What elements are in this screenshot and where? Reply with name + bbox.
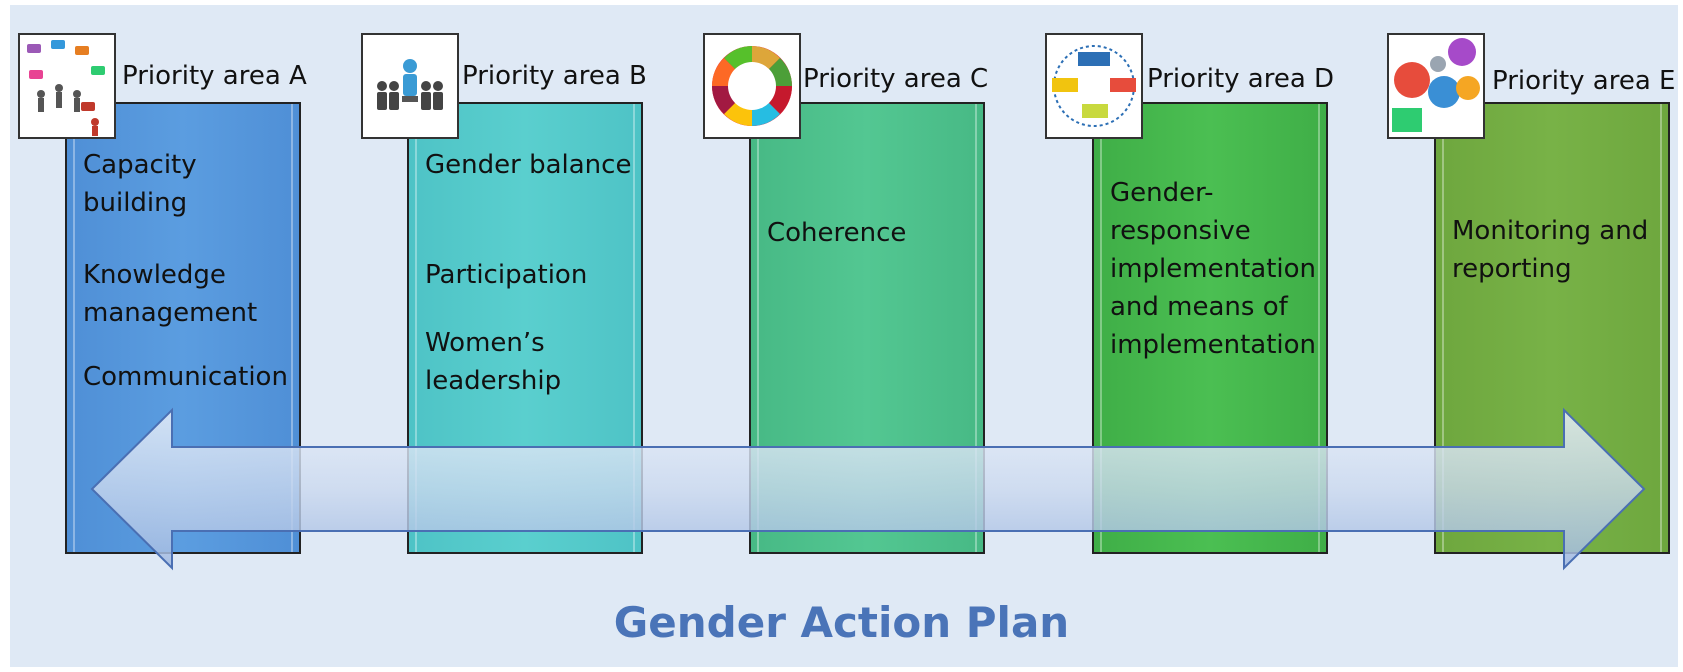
priority-area-e-label: Priority area E <box>1492 66 1676 96</box>
area-b-item-2: Participation <box>425 260 588 290</box>
priority-area-a-label: Priority area A <box>122 61 307 91</box>
people-speech-bubbles-icon <box>18 33 116 139</box>
puzzle-gears-icon <box>1387 33 1485 139</box>
cycle-diagram-icon <box>1045 33 1143 139</box>
area-e-item-1: Monitoring and reporting <box>1452 216 1649 284</box>
sdg-wheel-icon <box>703 33 801 139</box>
area-b-item-1: Gender balance <box>425 150 632 180</box>
area-a-item-2: Knowledge management <box>83 260 258 328</box>
area-a-item-3: Communication <box>83 362 288 392</box>
diagram-title: Gender Action Plan <box>613 598 1070 647</box>
area-d-item-1: Gender-responsive implementation and mea… <box>1110 178 1317 360</box>
area-b-item-3: Women’s leadership <box>425 328 562 396</box>
priority-area-b-label: Priority area B <box>462 61 647 91</box>
leader-group-icon <box>361 33 459 139</box>
area-a-item-1: Capacity building <box>83 150 197 218</box>
priority-area-c-label: Priority area C <box>803 64 989 94</box>
area-c-item-1: Coherence <box>767 218 907 248</box>
arrow-shape <box>90 407 1646 571</box>
priority-area-d-label: Priority area D <box>1147 64 1335 94</box>
